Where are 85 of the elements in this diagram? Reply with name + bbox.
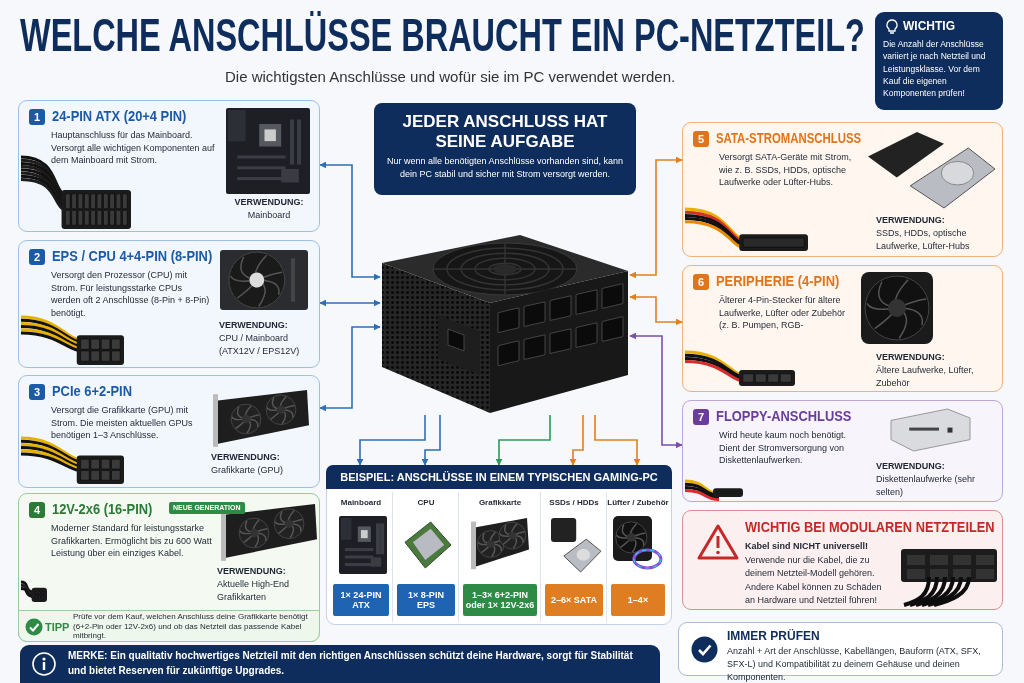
usage-label: VERWENDUNG: <box>876 461 946 473</box>
usage-text: Mainboard <box>246 209 292 222</box>
example-panel <box>326 465 672 625</box>
number-badge: 7 <box>693 409 709 425</box>
usage-label: VERWENDUNG: <box>211 452 281 464</box>
connector-card <box>682 265 1003 392</box>
connector-arrow <box>629 332 683 449</box>
note-banner <box>20 645 660 683</box>
tip-text: Prüfe vor dem Kauf, welchen Anschluss deine Grafikkarte benötigt (6+2-Pin oder 12V-2x6) und ob das Netzteil das passende Kabel mitbringt. <box>73 612 309 641</box>
column-heading: CPU <box>416 498 436 509</box>
connector-count-badge: 1× 8-PIN EPS <box>397 584 455 616</box>
warning-text: Andere Kabel können zu Schäden an Hardware und Netzteil führen! <box>745 581 883 608</box>
warning-box <box>682 510 1003 610</box>
number-badge: 6 <box>693 274 709 290</box>
connector-arrow <box>319 299 381 307</box>
connector-arrow <box>495 414 551 466</box>
usage-text: Aktuelle High-End Grafikkarten <box>217 578 291 604</box>
note-text: Die Anzahl der Anschlüsse variiert je nach Netzteil und Leistungsklasse. Vor dem Kauf die eigenen Komponenten prüfen! <box>883 38 987 100</box>
usage-label: VERWENDUNG: <box>876 352 946 364</box>
connector-card <box>682 400 1003 502</box>
column-heading: Lüfter / Zubehör <box>607 498 669 509</box>
number-badge: 5 <box>693 131 709 147</box>
info-banner <box>374 103 636 195</box>
connector-arrow <box>356 414 426 466</box>
connector-arrow <box>319 161 381 281</box>
connector-arrow <box>569 414 584 466</box>
usage-text: Diskettenlaufwerke (sehr selten) <box>876 473 977 499</box>
connector-count-badge: 2–6× SATA <box>545 584 603 616</box>
usage-label: VERWENDUNG: <box>219 320 289 332</box>
banner-text: Nur wenn alle benötigten Anschlüsse vorhanden sind, kann dein PC stabil und sicher mit Strom versorgt werden. <box>385 155 625 181</box>
description-text: Hauptanschluss für das Mainboard. Versorgt alle wichtigen Komponenten auf dem Mainboard mit Strom. <box>51 129 216 167</box>
connector-count-badge: 1–3× 6+2-PIN oder 1× 12V-2x6 <box>463 584 537 616</box>
card-heading: PERIPHERIE (4-PIN) <box>716 273 840 290</box>
description-text: Moderner Standard für leistungsstarke Grafikkarten. Ermöglicht bis zu 600 Watt Leistung über ein einziges Kabel. <box>51 522 213 560</box>
connector-card <box>18 100 320 232</box>
description-text: Versorgt SATA-Geräte mit Strom, wie z. B. SSDs, HDDs, optische Laufwerke oder Lüfter-Hubs. <box>719 151 853 189</box>
column-heading: SSDs / HDDs <box>548 498 600 509</box>
usage-text: Ältere Laufwerke, Lüfter, Zubehör <box>876 364 975 390</box>
warning-heading: WICHTIG BEI MODULAREN NETZTEILEN <box>745 519 995 536</box>
number-badge: 3 <box>29 384 45 400</box>
usage-label: VERWENDUNG: <box>217 566 287 578</box>
connector-arrow <box>421 414 441 466</box>
connector-card <box>18 240 320 368</box>
connector-arrow <box>629 156 683 279</box>
number-badge: 2 <box>29 249 45 265</box>
note-heading: WICHTIG <box>903 19 955 35</box>
column-heading: Grafikkarte <box>477 498 523 509</box>
page-title: WELCHE ANSCHLÜSSE BRAUCHT EIN PC-NETZTEIL? <box>20 10 865 61</box>
connector-arrow <box>319 323 381 412</box>
check-text: Anzahl + Art der Anschlüsse, Kabellängen, Bauform (ATX, SFX, SFX-L) und Kompatibilität zu deinem Gehäuse und deinen Komponenten. <box>727 645 982 683</box>
description-text: Älterer 4-Pin-Stecker für ältere Laufwerke, Lüfter oder Zubehör (z. B. Pumpen, RGB- <box>719 294 847 332</box>
description-text: Versorgt die Grafikkarte (GPU) mit Strom. Die meisten aktuellen GPUs benötigen 1–3 Anschlüsse. <box>51 404 194 442</box>
usage-label: VERWENDUNG: <box>233 197 305 209</box>
connector-arrow <box>629 293 683 326</box>
connector-card <box>18 493 320 642</box>
connector-card <box>682 122 1003 257</box>
usage-text: SSDs, HDDs, optische Laufwerke, Lüfter-Hubs <box>876 227 971 253</box>
warning-text: Kabel sind NICHT universell! <box>745 540 870 553</box>
connector-arrow <box>594 414 641 466</box>
connector-count-badge: 1× 24-PIN ATX <box>333 584 389 616</box>
check-heading: IMMER PRÜFEN <box>727 629 820 645</box>
card-heading: FLOPPY-ANSCHLUSS <box>716 408 852 425</box>
description-text: Wird heute kaum noch benötigt. Dient der Stromversorgung von Diskettenlaufwerken. <box>719 429 848 467</box>
card-heading: PCIe 6+2-PIN <box>52 383 132 400</box>
column-heading: Mainboard <box>339 498 383 509</box>
description-text: Versorgt den Prozessor (CPU) mit Strom. Für leistungsstarke CPUs werden oft 2 Anschlüsse (8-Pin + 8-Pin) benötigt. <box>51 269 211 320</box>
note-text: MERKE: Ein qualitativ hochwertiges Netzteil mit den richtigen Anschlüssen schützt deine Hardware, sorgt für Stabilität und bietet Reserven für zukünftige Upgrades. <box>68 649 634 678</box>
note-box <box>875 12 1003 110</box>
card-heading: SATA-STROMANSCHLUSS <box>716 130 862 147</box>
banner-heading: JEDER ANSCHLUSS HAT SEINE AUFGABE <box>401 112 609 152</box>
tip-label: TIPP <box>45 620 70 635</box>
usage-label: VERWENDUNG: <box>876 215 946 227</box>
tip-box <box>18 610 320 642</box>
card-heading: EPS / CPU 4+4-PIN (8-PIN) <box>52 248 213 265</box>
connector-count-badge: 1–4× <box>611 584 665 616</box>
panel-heading: BEISPIEL: ANSCHLÜSSE IN EINEM TYPISCHEN GAMING-PC <box>326 465 672 489</box>
connector-card <box>18 375 320 488</box>
card-heading: 12V-2x6 (16-PIN) <box>52 501 153 518</box>
subtitle: Die wichtigsten Anschlüsse und wofür sie im PC verwendet werden. <box>225 68 677 85</box>
warning-text: Verwende nur die Kabel, die zu deinem Netzteil-Modell gehören. <box>745 554 876 581</box>
number-badge: 4 <box>29 502 45 518</box>
usage-text: CPU / Mainboard (ATX12V / EPS12V) <box>219 332 301 358</box>
usage-text: Grafikkarte (GPU) <box>211 464 284 477</box>
card-heading: 24-PIN ATX (20+4 PIN) <box>52 108 187 125</box>
number-badge: 1 <box>29 109 45 125</box>
